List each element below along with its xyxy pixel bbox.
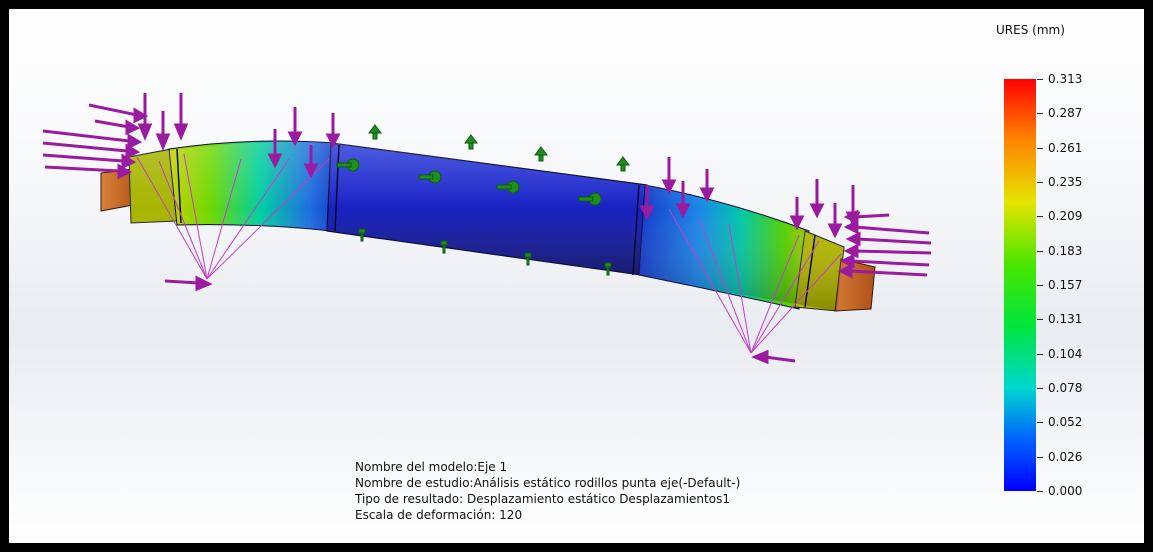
graphics-viewport[interactable]: URES (mm) 0.313 0.287 0.261 0.235 0.209 0.183… xyxy=(9,9,1144,543)
result-type-label: Tipo de resultado: Desplazamiento estáti… xyxy=(355,492,730,506)
legend-tick-label: 0.000 xyxy=(1048,484,1083,498)
study-name-label: Nombre de estudio:Análisis estático rodi… xyxy=(355,476,741,490)
legend-tick-label: 0.209 xyxy=(1048,209,1083,224)
deformed-shaft-model xyxy=(42,93,932,365)
legend-tick-mark xyxy=(1037,353,1043,355)
legend-tick-label: 0.261 xyxy=(1048,140,1083,155)
fixture-symbols xyxy=(336,124,630,276)
deformation-scale-label: Escala de deformación: 120 xyxy=(355,508,523,522)
legend-tick-label: 0.287 xyxy=(1048,106,1083,121)
legend-tick-label: 0.078 xyxy=(1048,381,1083,395)
legend-tick-label: 0.052 xyxy=(1048,415,1083,430)
legend-tick-mark xyxy=(1037,491,1043,492)
color-legend: URES (mm) 0.313 0.287 0.261 0.235 0.209 0.183… xyxy=(984,23,1134,503)
legend-tick-mark xyxy=(1037,216,1043,218)
model-name-label: Nombre del modelo:Eje 1 xyxy=(355,460,508,474)
legend-tick-mark xyxy=(1037,182,1043,183)
force-arrows xyxy=(42,93,932,365)
legend-tick-mark xyxy=(1037,422,1043,424)
legend-tick-mark xyxy=(1037,113,1043,115)
legend-title: URES (mm) xyxy=(996,23,1065,37)
legend-tick-label: 0.104 xyxy=(1048,346,1083,361)
study-info-block: Nombre del modelo:Eje 1 Nombre de estudi… xyxy=(355,459,740,523)
shaft-body xyxy=(100,140,876,312)
legend-tick-mark xyxy=(1037,250,1043,252)
legend-tick-mark xyxy=(1037,319,1043,321)
legend-tick-label: 0.235 xyxy=(1048,175,1083,189)
legend-tick-label: 0.131 xyxy=(1048,312,1083,327)
legend-tick-label: 0.183 xyxy=(1048,243,1083,258)
remote-load-connectors xyxy=(136,153,842,354)
legend-tick-label: 0.157 xyxy=(1048,278,1083,292)
legend-tick-mark xyxy=(1037,147,1043,149)
legend-tick-mark xyxy=(1037,456,1043,458)
legend-colorbar xyxy=(1004,79,1036,491)
legend-tick-mark xyxy=(1037,79,1043,80)
legend-tick-mark xyxy=(1037,285,1043,286)
legend-tick-label: 0.313 xyxy=(1048,72,1083,86)
legend-tick-mark xyxy=(1037,388,1043,389)
legend-tick-label: 0.026 xyxy=(1048,449,1083,464)
